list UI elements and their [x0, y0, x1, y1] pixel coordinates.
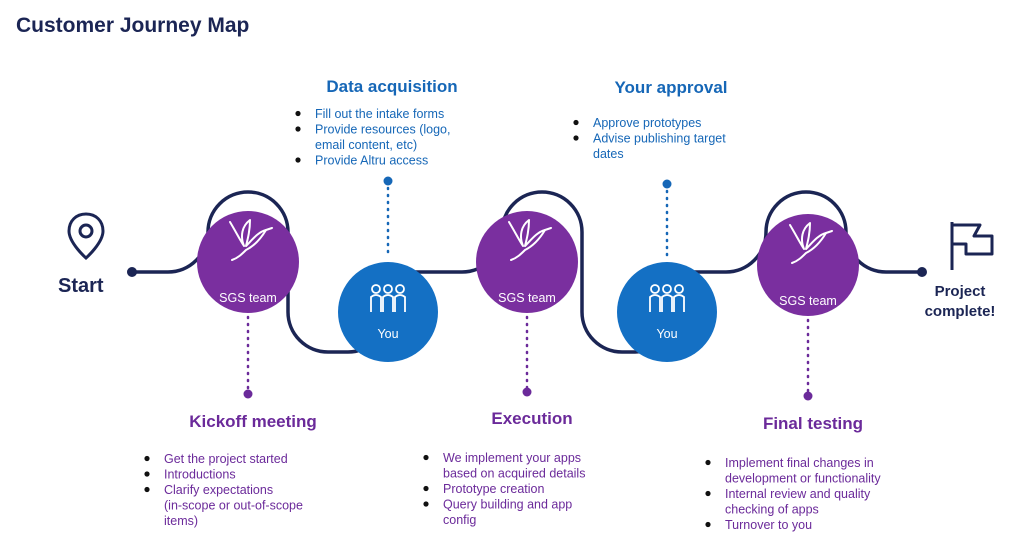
node-5-team: SGS team: [757, 214, 859, 316]
stage-dot: [662, 179, 672, 189]
node-circle: [757, 214, 859, 316]
flag-icon: [950, 222, 994, 270]
bullet-text: dates: [593, 147, 624, 161]
bullet-text: Provide resources (logo,: [315, 123, 450, 137]
stage-3: Execution We implement your apps based on …: [423, 315, 585, 527]
bullet-text: Fill out the intake forms: [315, 107, 444, 121]
path-end-dot: [917, 267, 927, 277]
node-label: SGS team: [779, 294, 837, 308]
bullet-marker: [144, 486, 150, 493]
people-group-icon: [370, 284, 406, 312]
hummingbird-icon: [789, 222, 833, 264]
bullet-marker: [705, 459, 711, 466]
map-pin-icon: [67, 212, 105, 261]
bullet-marker: [573, 119, 579, 126]
bullet-text: checking of apps: [725, 503, 819, 517]
node-circle: [476, 211, 578, 313]
stage-heading: Data acquisition: [326, 77, 457, 96]
bullet-text: config: [443, 513, 476, 527]
bullet-text: Implement final changes in: [725, 456, 874, 470]
stage-dot: [243, 389, 253, 399]
bullet-marker: [573, 135, 579, 141]
stage-dot: [383, 176, 393, 186]
bullet-text: items): [164, 514, 198, 528]
bullet-text: based on acquired details: [443, 467, 585, 481]
stage-dot: [522, 387, 532, 397]
path-start-dot: [127, 267, 137, 277]
hummingbird-icon: [229, 219, 273, 261]
bullet-text: Query building and app: [443, 498, 572, 512]
node-label: You: [656, 327, 677, 341]
bullet-text: Get the project started: [164, 452, 288, 466]
stage-heading: Final testing: [763, 414, 863, 433]
stage-dot: [803, 391, 813, 401]
bullet-marker: [295, 110, 301, 117]
bullet-marker: [144, 455, 150, 462]
bullet-text: Turnover to you: [725, 518, 812, 532]
stage-heading: Your approval: [614, 78, 727, 97]
bullet-text: Introductions: [164, 468, 236, 482]
node-label: You: [377, 327, 398, 341]
journey-path: [132, 190, 920, 354]
bullet-text: Internal review and quality: [725, 487, 871, 501]
start-label: Start: [58, 275, 104, 297]
bullet-text: Advise publishing target: [593, 132, 726, 146]
people-group-icon: [649, 284, 685, 312]
bullet-marker: [705, 490, 711, 497]
hummingbird-icon: [508, 219, 552, 261]
stage-heading: Kickoff meeting: [189, 412, 317, 431]
node-2-you: You: [338, 262, 438, 362]
node-1-team: SGS team: [197, 211, 299, 313]
stage-heading: Execution: [491, 409, 572, 428]
bullet-text: (in-scope or out-of-scope: [164, 499, 303, 513]
bullet-marker: [423, 485, 429, 492]
node-label: SGS team: [219, 291, 277, 305]
bullet-text: development or functionality: [725, 472, 881, 486]
end-label-line1: Project: [935, 283, 986, 300]
node-circle: [338, 262, 438, 362]
node-circle: [197, 211, 299, 313]
bullet-text: email content, etc): [315, 138, 417, 152]
page-title: Customer Journey Map: [16, 14, 249, 37]
bullet-text: Provide Altru access: [315, 154, 428, 168]
bullet-marker: [144, 471, 150, 477]
bullet-text: Clarify expectations: [164, 483, 273, 497]
node-3-team: SGS team: [476, 211, 578, 313]
node-circle: [617, 262, 717, 362]
node-4-you: You: [617, 262, 717, 362]
bullet-marker: [423, 501, 429, 507]
bullet-text: Approve prototypes: [593, 116, 701, 130]
bullet-text: Prototype creation: [443, 482, 544, 496]
bullet-marker: [295, 157, 301, 163]
bullet-text: We implement your apps: [443, 451, 581, 465]
end-label-line2: complete!: [925, 303, 996, 320]
bullet-marker: [705, 521, 711, 528]
bullet-marker: [295, 126, 301, 132]
bullet-marker: [423, 454, 429, 461]
node-label: SGS team: [498, 291, 556, 305]
